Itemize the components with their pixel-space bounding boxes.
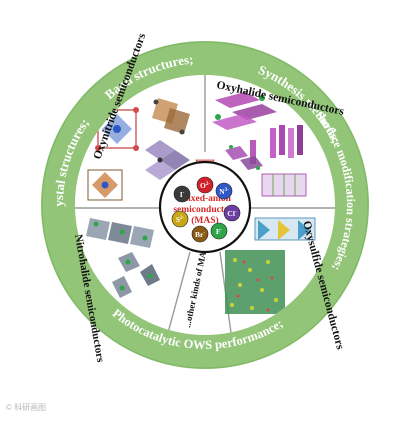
oxyhalide-structure-bars [250, 125, 303, 164]
anion-label: Br- [195, 230, 205, 239]
anion-label: N3- [219, 187, 229, 196]
anion-label: O2- [200, 181, 210, 190]
anion-ball-cl: Cl- [223, 204, 241, 222]
oxynitride-structure-layered [152, 98, 190, 135]
anion-ball-o: O2- [196, 176, 214, 194]
anion-ball-s: S2- [171, 210, 189, 228]
oxysulfide-structure-top [254, 217, 316, 241]
anion-ball-f: F- [210, 222, 228, 240]
anion-label: Cl- [227, 209, 237, 218]
nitrohalide-structure-stack [86, 218, 154, 248]
oxyhalide-structure-sheets [212, 92, 277, 130]
center-title-line2: semiconductors [173, 205, 237, 215]
oxyhalide-structure-chain [225, 145, 263, 170]
oxynitride-structure-perovskite [87, 169, 123, 201]
oxysulfide-structure-block [225, 250, 285, 314]
oxyhalide-structure-grid [261, 173, 307, 197]
anion-label: I- [180, 190, 185, 199]
oxynitride-structure-framework [145, 140, 190, 180]
watermark: © 科研画图 [6, 403, 47, 412]
anion-label: F- [216, 227, 223, 236]
anion-ball-br: Br- [191, 225, 209, 243]
nitrohalide-structure-clusters [112, 252, 160, 298]
anion-balls: O2- N3- Cl- F- Br- S2- I- [171, 176, 241, 243]
center-title-line3: (MAS) [191, 215, 218, 226]
anion-ball-i: I- [173, 185, 191, 203]
anion-label: S2- [176, 215, 185, 224]
anion-ball-n: N3- [215, 182, 233, 200]
center-title-line1: Mixed-anion [179, 194, 231, 204]
